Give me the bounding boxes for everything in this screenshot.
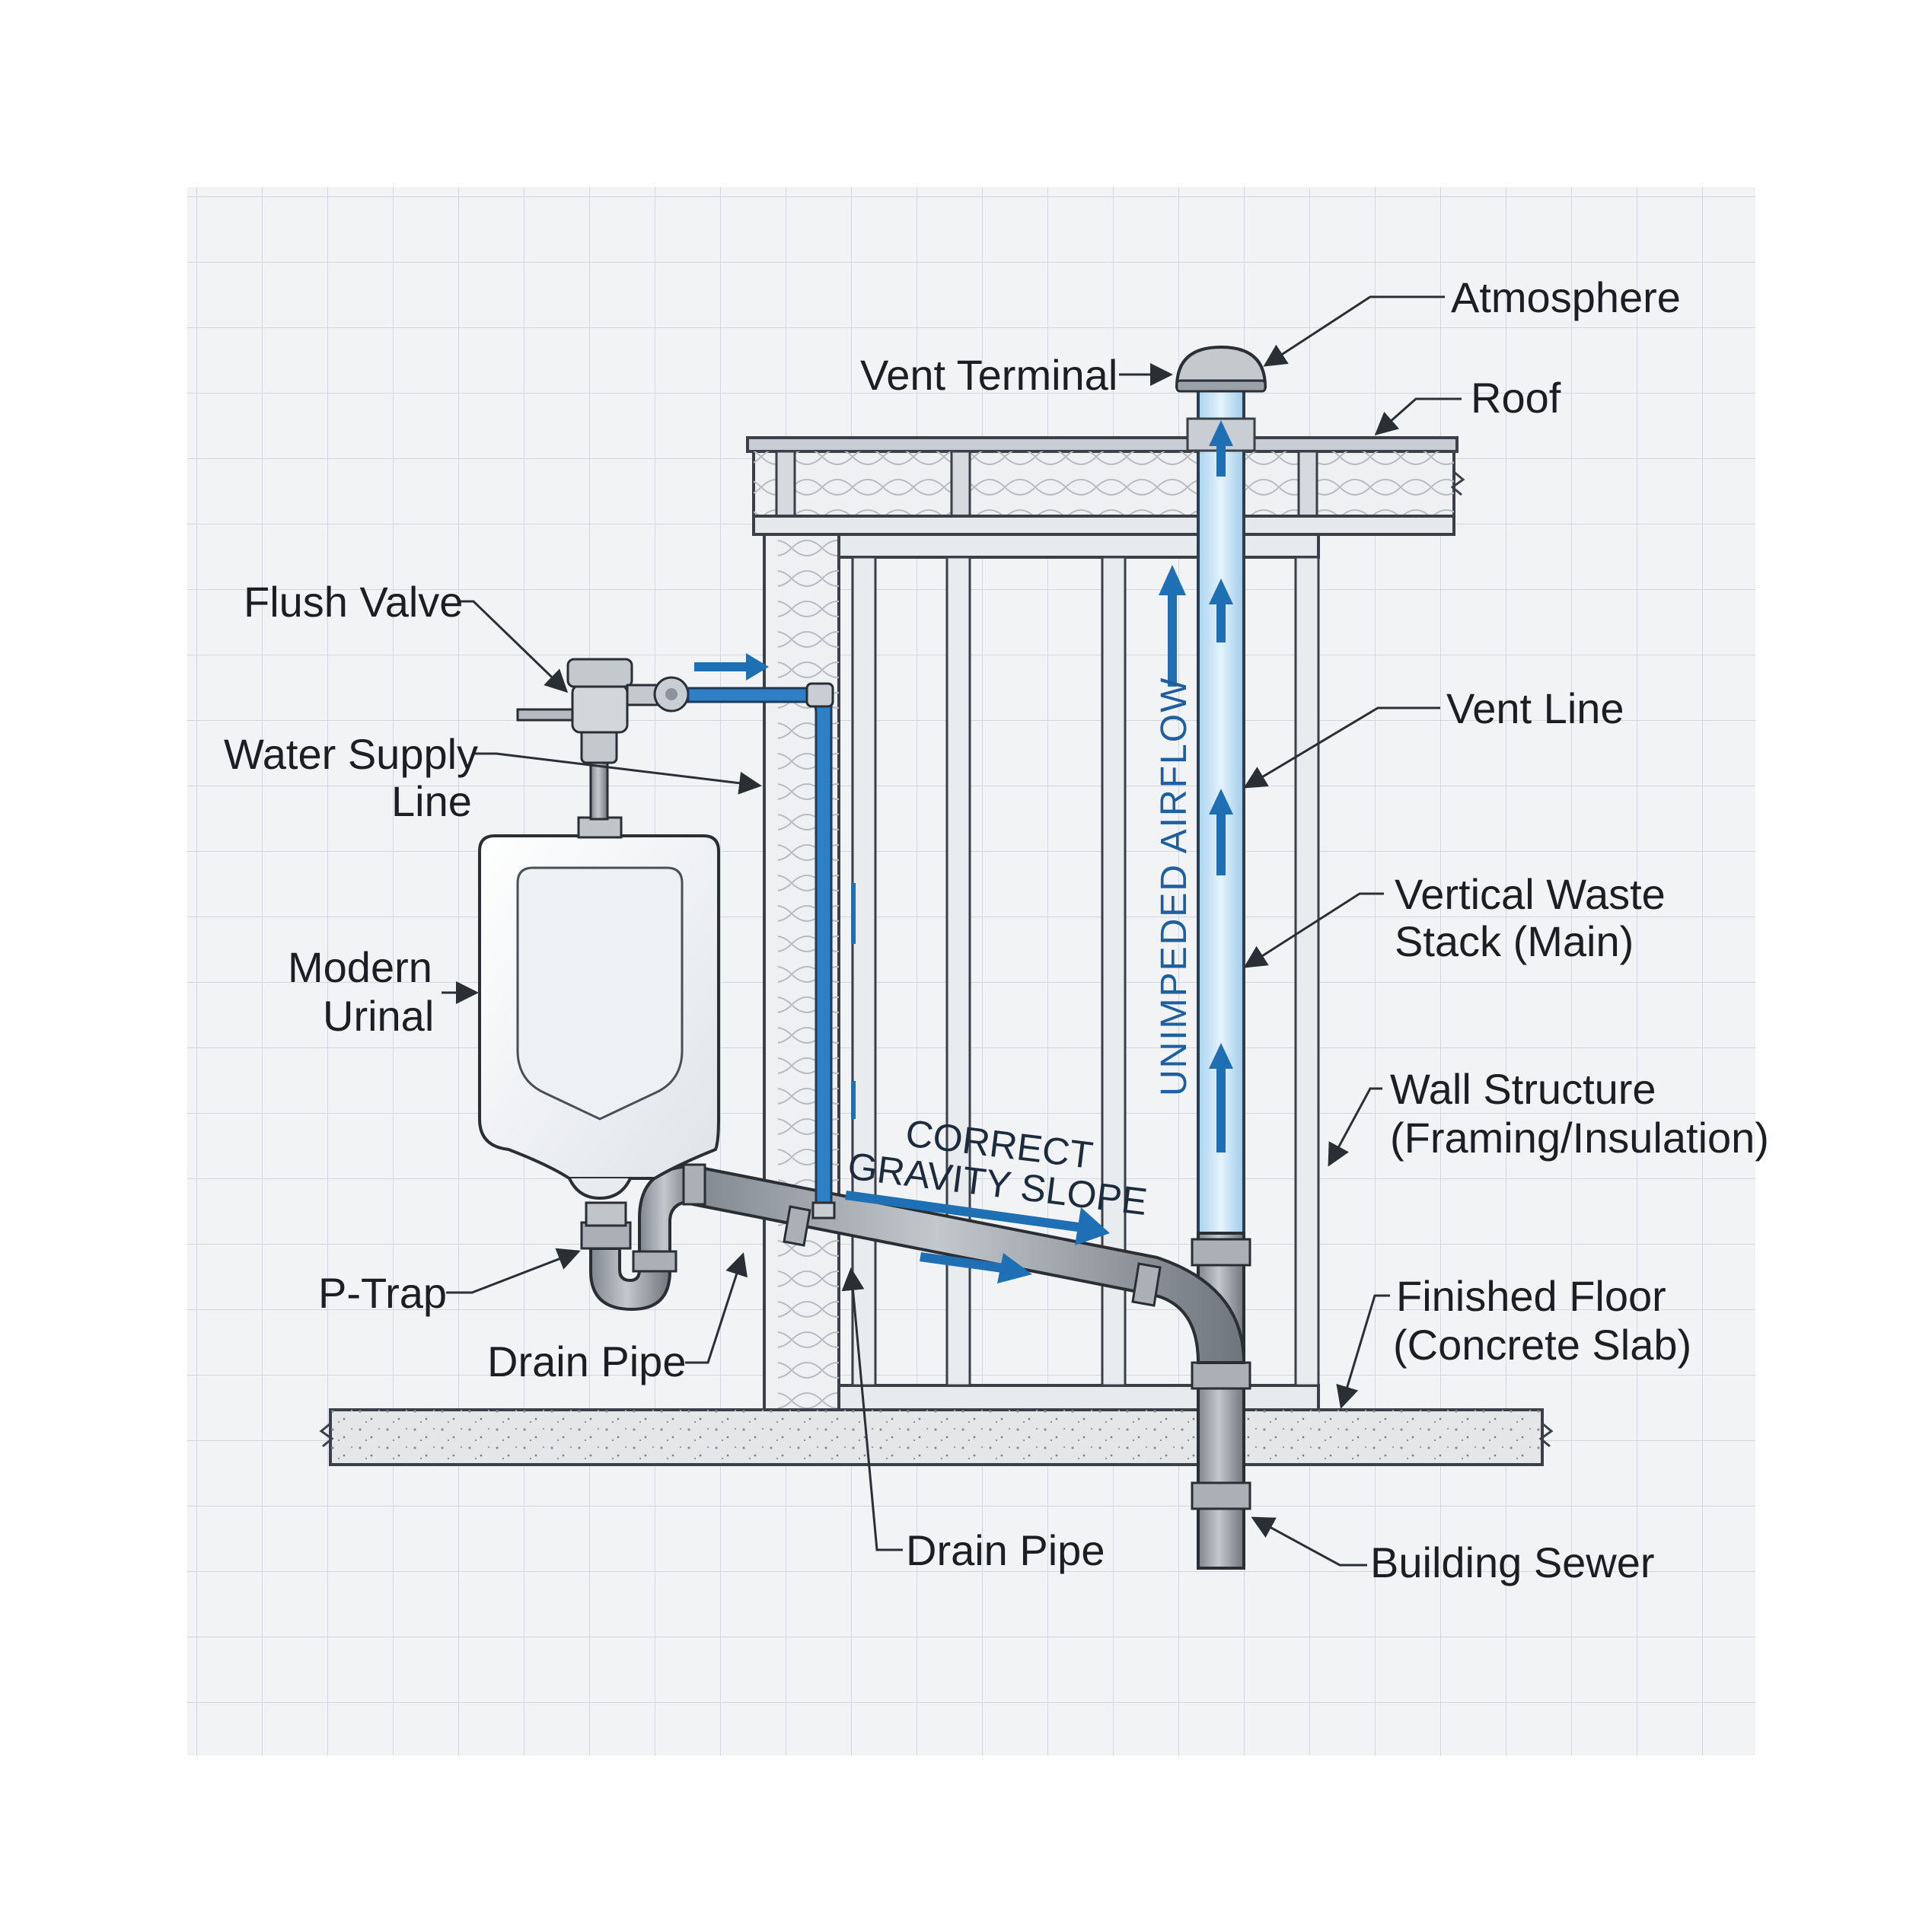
label-modern-urinal-line2: Urinal [323,992,434,1040]
label-flush-valve: Flush Valve [244,578,463,626]
supply-down-arrow [851,1081,856,1119]
label-building-sewer: Building Sewer [1370,1538,1655,1586]
airflow-arrow [1209,579,1233,642]
flush-valve [516,658,690,821]
water-flow-arrows [694,653,1110,1283]
label-modern-urinal-line1: Modern [288,943,432,991]
supply-flow-arrow [694,653,769,681]
vent-terminal [1175,345,1267,393]
airflow-arrow [1209,420,1233,477]
label-vertical-waste-stack-line1: Vertical Waste [1395,870,1666,918]
urinal [478,816,720,1200]
label-wall-structure-line1: Wall Structure [1390,1065,1656,1113]
water-supply-line [687,682,836,1219]
airflow-arrow [1209,789,1233,875]
p-trap [580,1163,706,1312]
label-drain-pipe-bottom: Drain Pipe [906,1526,1105,1574]
airflow-arrow-large [1159,565,1186,687]
slope-arrow-pipe [920,1252,1032,1283]
label-vent-terminal: Vent Terminal [860,351,1117,399]
airflow-arrows [1159,420,1233,1153]
label-p-trap: P-Trap [318,1269,447,1317]
label-finished-floor-line2: (Concrete Slab) [1393,1321,1691,1369]
label-drain-pipe-left: Drain Pipe [487,1337,686,1385]
label-vent-line: Vent Line [1446,684,1624,732]
supply-down-arrow [851,883,856,944]
label-water-supply-line1: Water Supply [224,730,478,778]
slope-arrow-main [845,1191,1110,1245]
label-finished-floor-line1: Finished Floor [1396,1272,1666,1320]
airflow-annotation: UNIMPEDED AIRFLOW [1154,677,1194,1096]
label-wall-structure-line2: (Framing/Insulation) [1390,1114,1769,1162]
leader-lines [442,295,1462,1567]
roof-assembly [746,436,1465,536]
label-roof: Roof [1471,374,1561,422]
concrete-slab [319,1408,1554,1466]
label-water-supply-line2: Line [391,777,472,825]
label-atmosphere: Atmosphere [1451,273,1681,321]
label-vertical-waste-stack-line2: Stack (Main) [1395,917,1634,965]
airflow-arrow [1209,1043,1233,1153]
